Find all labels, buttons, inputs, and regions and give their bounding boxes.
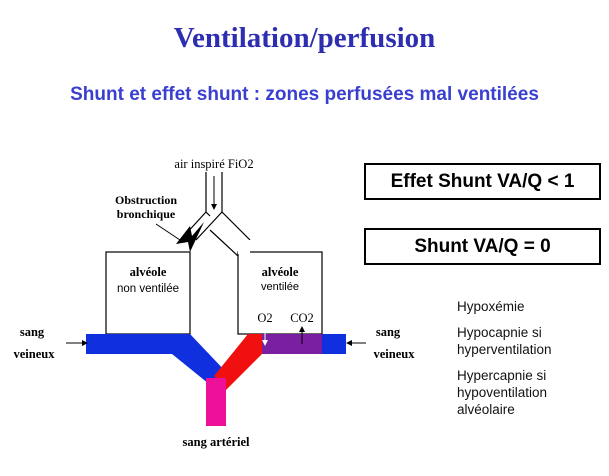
consequence-hypocapnie: Hypocapnie si hyperventilation [457, 324, 607, 358]
alveole-right-label-1: alvéole [262, 265, 299, 279]
o2-label: O2 [257, 311, 272, 325]
obstruction-label-1: Obstruction [115, 193, 177, 207]
sang-veineux-left-1: sang [20, 325, 45, 339]
air-arrow-head [211, 204, 217, 210]
effet-shunt-box: Effet Shunt VA/Q < 1 [364, 163, 601, 200]
bronchus-right [238, 240, 250, 254]
co2-label: CO2 [290, 311, 314, 325]
obstruction-lightning-icon [176, 222, 204, 252]
blood-vessels [86, 334, 346, 426]
air-inspire-label: air inspiré FiO2 [174, 157, 253, 171]
consequence-hypercapnie: Hypercapnie si hypoventilation alvéolair… [457, 367, 607, 418]
sang-veineux-left-2: veineux [14, 347, 56, 361]
sang-veineux-right-1: sang [376, 325, 401, 339]
alveole-left-label-1: alvéole [130, 265, 167, 279]
shunt-box: Shunt VA/Q = 0 [364, 228, 601, 265]
sang-arteriel-label: sang artériel [183, 435, 251, 449]
mixed-blood-outflow [206, 384, 226, 426]
alveole-left-label-2: non ventilée [117, 283, 179, 295]
obstruction-pointer [156, 224, 180, 240]
inflow-arrow-right-head [346, 340, 352, 346]
venous-vessel-right [322, 334, 346, 354]
sang-veineux-right-2: veineux [374, 347, 416, 361]
consequence-hypoxemie: Hypoxémie [457, 298, 607, 315]
consequences-list: Hypoxémie Hypocapnie si hyperventilation… [457, 298, 607, 427]
obstruction-label-2: bronchique [117, 207, 176, 221]
alveole-right-label-2: ventilée [261, 281, 299, 293]
